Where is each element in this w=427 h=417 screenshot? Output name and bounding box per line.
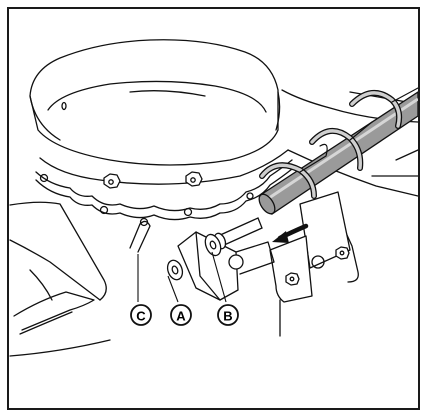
- callout-b: B: [217, 304, 239, 326]
- clevis-pin-icon: [204, 217, 263, 257]
- callout-a: A: [170, 304, 192, 326]
- shaft-assembly: [258, 87, 418, 215]
- callout-a-label: A: [176, 309, 186, 324]
- coiled-cable: [259, 87, 418, 199]
- cotter-pin-icon: [129, 217, 151, 253]
- leader-lines: [137, 251, 227, 303]
- shaft-end: [258, 193, 276, 215]
- housing-dome: [29, 39, 281, 166]
- left-arm: [9, 201, 111, 357]
- flange-bolts: [39, 171, 254, 217]
- callout-c: C: [130, 304, 152, 326]
- housing-flange: [35, 149, 293, 221]
- washer-icon: [166, 259, 184, 281]
- callout-c-label: C: [136, 309, 146, 324]
- callout-b-label: B: [223, 309, 232, 324]
- direction-arrow-icon: [272, 223, 309, 243]
